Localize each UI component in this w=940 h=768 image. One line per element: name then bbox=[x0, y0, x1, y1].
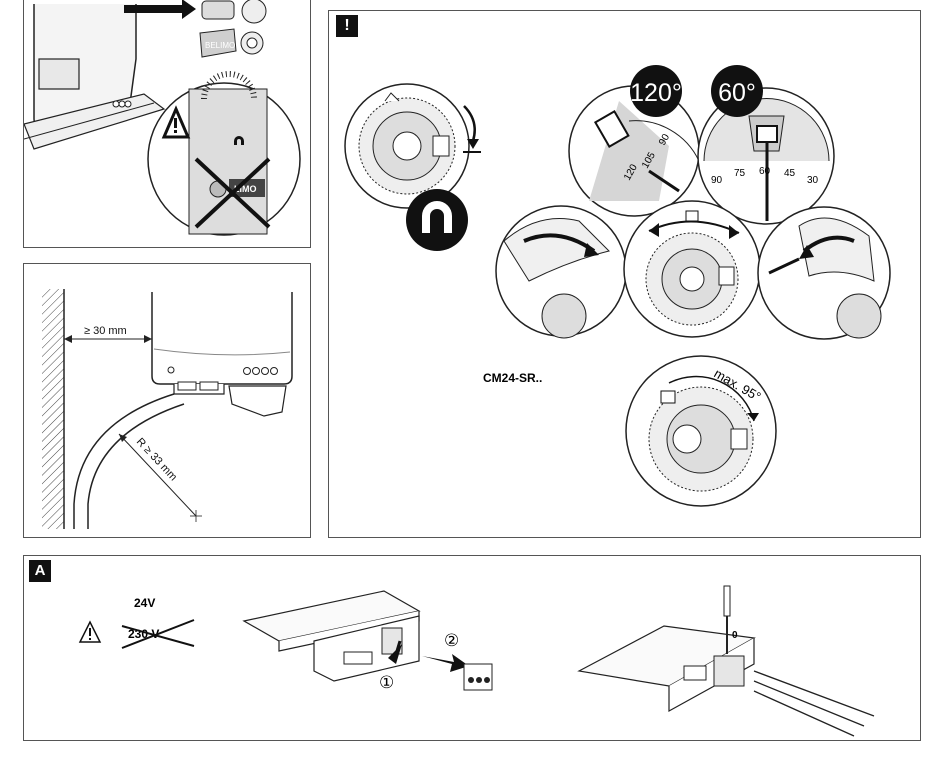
scale-60-tick-4: 30 bbox=[807, 175, 819, 186]
step-two-marker: ② bbox=[444, 631, 459, 650]
panel-mounting-warning: BELIMO LIMO bbox=[23, 0, 311, 248]
wiring-illustration: 24V 230 V ① ② 0 bbox=[78, 585, 875, 737]
panel-a-tag: A bbox=[29, 560, 51, 582]
zero-label: 0 bbox=[732, 630, 738, 641]
wall-hatch bbox=[42, 289, 64, 529]
badge-60-text: 60° bbox=[718, 79, 756, 107]
voltage-ok-label: 24V bbox=[134, 596, 155, 610]
mounting-illustration: BELIMO LIMO bbox=[24, 0, 301, 236]
panel-a-wiring: A 24V 230 V ① ② 0 bbox=[23, 555, 921, 741]
step-one-marker: ① bbox=[379, 673, 394, 692]
badge-60 bbox=[711, 65, 763, 117]
panel-notice: ! 90 105 120 120° 90 75 60 45 3 bbox=[328, 10, 921, 538]
notice-illustration: 90 105 120 120° 90 75 60 45 30 60° bbox=[344, 65, 891, 507]
bend-radius-label: R ≥ 33 mm bbox=[134, 436, 179, 483]
belimo-logo-text: BELIMO bbox=[205, 41, 235, 50]
notice-tag: ! bbox=[336, 15, 358, 37]
badge-120 bbox=[630, 65, 682, 117]
clearance-label: ≥ 30 mm bbox=[84, 325, 127, 337]
scale-60-tick-1: 75 bbox=[734, 168, 746, 179]
belimo-logo-warning-text: LIMO bbox=[234, 184, 257, 194]
clearance-diagram: ≥ 30 mm R ≥ 33 mm bbox=[42, 289, 293, 529]
badge-120-text: 120° bbox=[630, 79, 682, 107]
terminal-connector bbox=[463, 663, 493, 691]
panel-clearance: ≥ 30 mm R ≥ 33 mm bbox=[23, 263, 311, 538]
scale-60-tick-0: 90 bbox=[711, 175, 723, 186]
magnet-icon bbox=[406, 189, 468, 251]
model-label: CM24-SR.. bbox=[483, 371, 542, 385]
scale-60-tick-3: 45 bbox=[784, 168, 796, 179]
scale-60-tick-2: 60 bbox=[759, 166, 771, 177]
scale-120-tick-0: 90 bbox=[657, 132, 672, 148]
cross-out-icon bbox=[121, 619, 195, 649]
